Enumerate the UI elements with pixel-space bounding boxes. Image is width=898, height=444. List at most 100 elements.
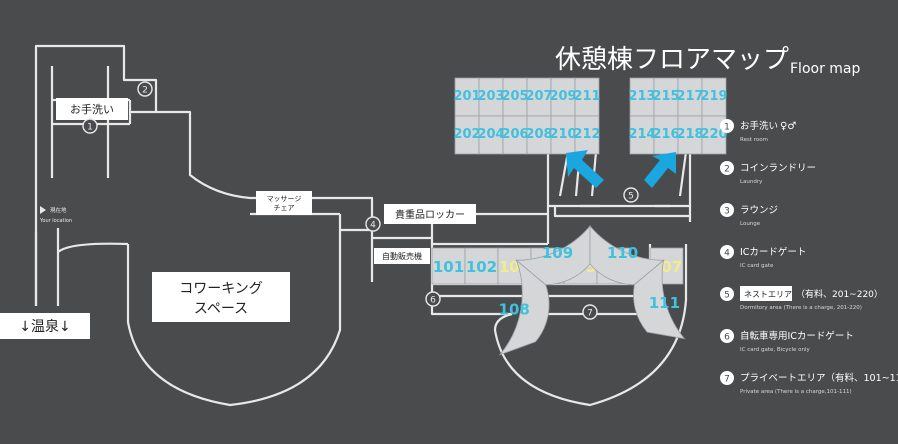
legend-label: 自転車専用ICカードゲート: [740, 330, 854, 342]
room-label: 205: [501, 89, 528, 104]
marker-label: 6: [430, 296, 436, 306]
current-location-icon: [40, 206, 46, 214]
room-211: [574, 77, 600, 117]
coworking-label-1: コワーキング: [179, 281, 263, 297]
legend-number: 2: [724, 165, 730, 175]
room-label: 211: [573, 89, 600, 104]
legend-label: ICカードゲート: [740, 246, 806, 258]
onsen-label-box: [0, 313, 90, 339]
room-206: [502, 115, 528, 155]
room-102: [464, 247, 499, 285]
legend: 1 お手洗い Rest room 2 コインランドリー Laundry 3 ラウンジ Loung…: [720, 119, 898, 395]
room-217: [677, 77, 703, 117]
legend-marker: [720, 287, 734, 301]
room-label: 110: [607, 244, 638, 262]
restroom-label: お手洗い: [70, 102, 114, 116]
room-label: 218: [676, 127, 703, 142]
legend-number: 5: [724, 291, 730, 301]
room-205: [502, 77, 528, 117]
legend-number: 1: [724, 123, 730, 133]
marker-2: [137, 81, 153, 97]
marker-label: 2: [142, 86, 148, 96]
room-207: [526, 77, 552, 117]
legend-label-en: IC card gate, Bicycle only: [740, 347, 811, 353]
room-label: 214: [628, 127, 655, 142]
arrow-right: [644, 152, 676, 188]
legend-number: 6: [724, 333, 730, 343]
legend-marker: [720, 161, 734, 175]
room-219: [701, 77, 727, 117]
page-title-en: Floor map: [790, 61, 860, 77]
room-214: [629, 115, 655, 155]
vending-label: 自動販売機: [382, 251, 422, 261]
marker-7: [582, 304, 598, 320]
onsen-label: ↓温泉↓: [19, 318, 70, 335]
restroom-icon: ♀♂: [780, 121, 796, 132]
room-208: [526, 115, 552, 155]
room-label: 219: [700, 89, 727, 104]
current-location-label: 現在地: [50, 206, 67, 214]
legend-label: ラウンジ: [740, 205, 778, 216]
room-label: 101: [433, 258, 464, 276]
room-label: 220: [700, 127, 727, 142]
room-209: [550, 77, 576, 117]
legend-label: ネストエリア: [744, 290, 792, 299]
legend-label-en: Lounge: [740, 221, 761, 227]
marker-label: 7: [587, 309, 593, 319]
legend-number: 4: [724, 249, 730, 259]
room-label: 209: [549, 89, 576, 104]
legend-highlight-box: [740, 286, 792, 301]
coworking-label-2: スペース: [194, 301, 248, 317]
room-label: 212: [573, 127, 600, 142]
page-title: 休憩棟フロアマップ: [555, 45, 789, 75]
marker-label: 1: [87, 123, 93, 133]
room-label: 215: [652, 89, 679, 104]
entry-arrows: [566, 150, 676, 188]
room-label: 207: [525, 89, 552, 104]
room-label: 204: [477, 127, 504, 142]
room-label: 111: [649, 294, 680, 312]
room-101: [431, 247, 466, 285]
room-218: [677, 115, 703, 155]
legend-label: プライベートエリア（有料、101~111）: [740, 372, 898, 384]
room-212: [574, 115, 600, 155]
legend-label-en: Dormitory area (There is a charge, 201-2…: [740, 305, 862, 311]
legend-label: お手洗い: [740, 120, 778, 132]
room-label: 213: [628, 89, 655, 104]
legend-label: コインランドリー: [740, 163, 816, 174]
marker-label: 5: [628, 192, 634, 202]
coworking-label-box: [152, 272, 290, 322]
room-label: 203: [477, 89, 504, 104]
room-label: 202: [453, 127, 480, 142]
room-label: 102: [466, 258, 497, 276]
legend-label-en: Rest room: [740, 137, 768, 143]
legend-label-en: IC card gate: [740, 263, 774, 269]
marker-6: [425, 291, 441, 307]
marker-5: [623, 187, 639, 203]
private-rooms: 101102103104105106107108109110111: [431, 224, 686, 356]
locker-label: 貴重品ロッカー: [395, 208, 465, 221]
room-label: 201: [453, 89, 480, 104]
marker-1: [82, 118, 98, 134]
room-label: 108: [499, 301, 530, 319]
room-label: 217: [676, 89, 703, 104]
massage-label: マッサージチェア: [267, 195, 302, 212]
room-210: [550, 115, 576, 155]
dorm-rooms: 2012032052072092112022042062082102122132…: [453, 77, 728, 155]
legend-number: 3: [724, 207, 730, 217]
legend-marker: [720, 119, 734, 133]
vending-label-box: [374, 248, 430, 264]
legend-label-en: Laundry: [740, 179, 763, 185]
legend-label-extra: （有料、201~220）: [796, 288, 883, 300]
room-label: 206: [501, 127, 528, 142]
room-label: 216: [652, 127, 679, 142]
marker-label: 4: [370, 221, 376, 231]
legend-marker: [720, 371, 734, 385]
legend-label-en: Private area (There is a charge,101-111): [740, 389, 852, 395]
current-location-label-en: Your location: [39, 218, 72, 224]
locker-label-box: [384, 204, 476, 224]
restroom-label-box: [56, 98, 128, 120]
map-labels: お手洗い マッサージチェア 貴重品ロッカー 自動販売機 コワーキング スペース …: [0, 98, 476, 339]
legend-marker: [720, 329, 734, 343]
room-111: [633, 259, 686, 340]
